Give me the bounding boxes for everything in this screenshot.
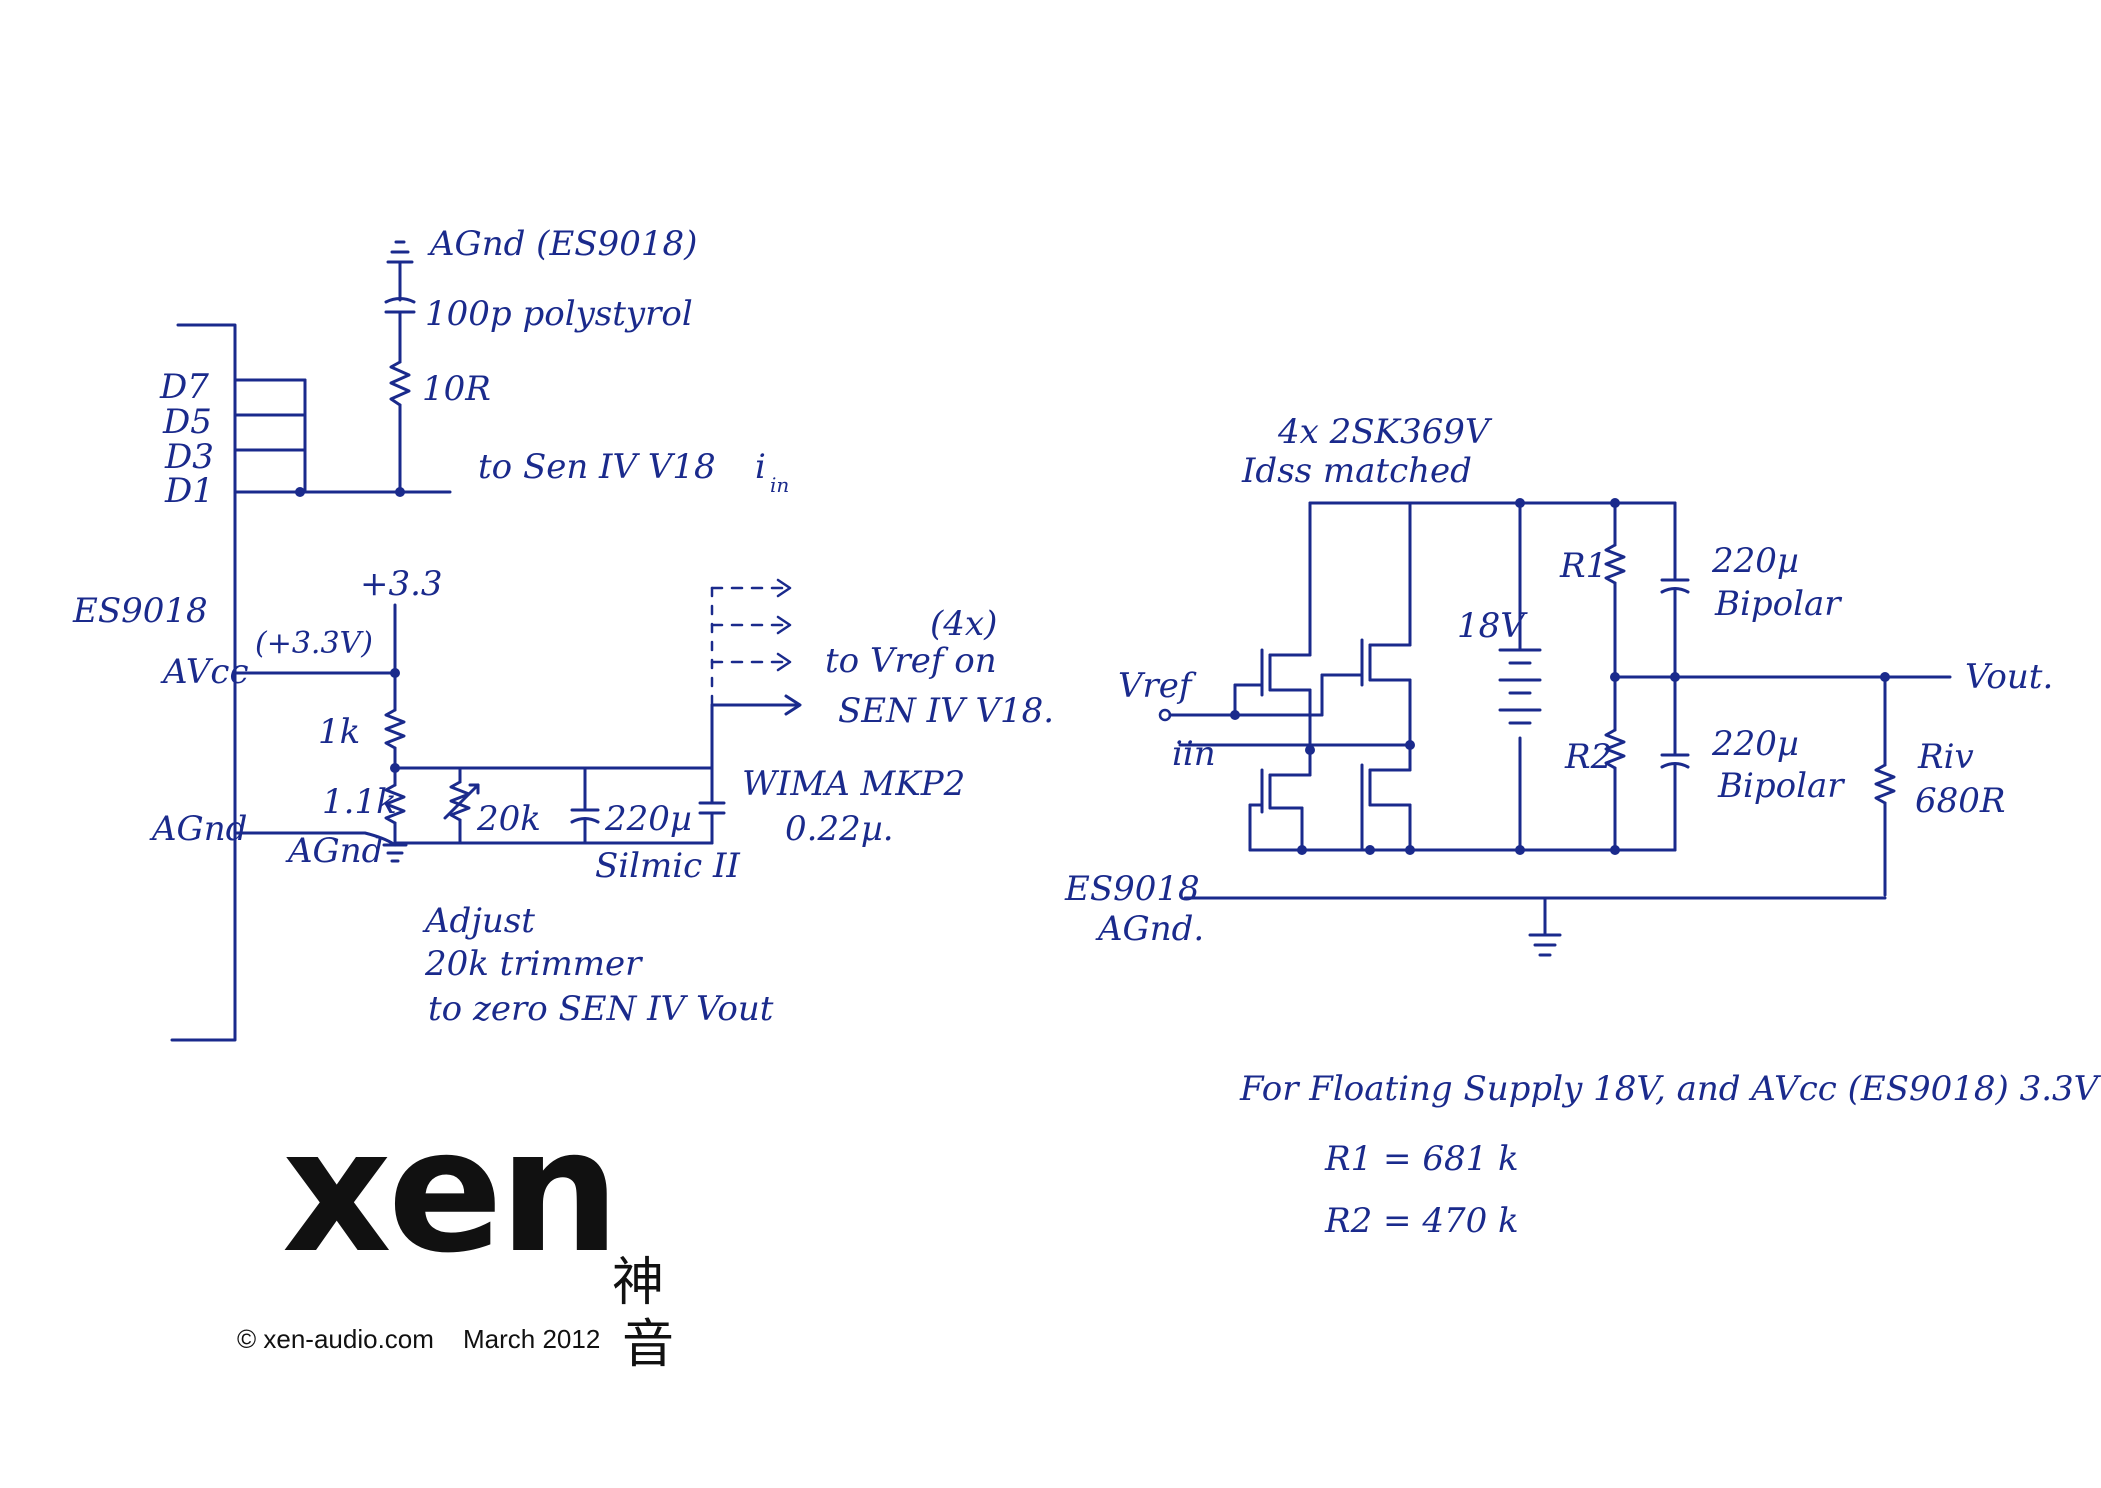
label-silmic: Silmic II (595, 846, 740, 886)
label-es9018-chip: ES9018 (72, 591, 208, 631)
label-es9018-agnd-1: ES9018 (1064, 869, 1200, 909)
label-to-vref-2: SEN IV V18. (838, 691, 1054, 731)
label-cap-bottom-value: 220µ (1711, 724, 1799, 764)
footer-date: March 2012 (463, 1324, 600, 1354)
label-agnd-es9018: AGnd (ES9018) (427, 224, 697, 264)
label-wima-value: 0.22µ. (785, 809, 894, 849)
label-d5: D5 (162, 402, 212, 442)
label-d7: D7 (159, 367, 209, 407)
label-plus33-paren: (+3.3V) (255, 626, 373, 661)
bipolar-caps (1518, 501, 1690, 852)
label-agnd-bottom: AGnd (285, 831, 383, 871)
label-vref: Vref (1118, 666, 1197, 706)
label-i-in-sub: in (770, 473, 789, 497)
label-riv: Riv (1917, 737, 1974, 777)
dac-output-pins (233, 378, 452, 497)
label-20k-trimmer: 20k (476, 799, 541, 839)
label-cap-top-value: 220µ (1711, 541, 1799, 581)
label-18v: 18V (1457, 606, 1528, 646)
vref-iin-inputs (1158, 708, 1415, 755)
trimmer-and-caps (393, 703, 726, 845)
floating-battery-18v (1498, 498, 1542, 855)
output-and-riv (1183, 672, 1952, 957)
label-d1: D1 (164, 471, 214, 511)
note-r1-value: R1 = 681 k (1324, 1139, 1519, 1179)
footer-copyright: © xen-audio.com (237, 1324, 434, 1354)
label-to-vref-1: to Vref on (825, 641, 997, 681)
label-100p-cap: 100p polystyrol (425, 294, 693, 334)
agnd-connection (233, 831, 714, 847)
label-jfet-type: 4x 2SK369V (1277, 412, 1493, 452)
left-circuit-labels: AGnd (ES9018) 100p polystyrol 10R to Sen… (72, 224, 1054, 1029)
label-wima: WIMA MKP2 (742, 764, 965, 804)
label-r2: R2 (1564, 737, 1612, 777)
top-rc-snubber (384, 240, 416, 494)
label-to-sen-iv: to Sen IV V18 (478, 447, 716, 487)
label-220u-cap: 220µ (604, 799, 692, 839)
label-adjust-2: 20k trimmer (424, 944, 643, 984)
xen-logo: xen 神 音 (282, 1093, 674, 1375)
design-notes: For Floating Supply 18V, and AVcc (ES901… (1239, 1069, 2101, 1241)
note-floating-supply: For Floating Supply 18V, and AVcc (ES901… (1239, 1069, 2101, 1109)
logo-cjk-1: 神 (612, 1253, 664, 1313)
label-riv-value: 680R (1915, 781, 2006, 821)
es9018-chip-outline (170, 323, 237, 1042)
label-4x: (4x) (930, 604, 997, 644)
label-plus33: +3.3 (360, 564, 443, 604)
label-i-in: i (755, 447, 766, 487)
logo-cjk-2: 音 (622, 1315, 674, 1375)
jfet-array (1233, 501, 1622, 855)
label-10r: 10R (422, 369, 491, 409)
bias-divider (1604, 498, 1677, 855)
label-adjust-1: Adjust (422, 901, 535, 941)
label-1k: 1k (318, 712, 360, 752)
label-avcc: AVcc (160, 652, 249, 692)
label-cap-top-type: Bipolar (1714, 584, 1842, 624)
label-1-1k: 1.1k (322, 782, 397, 822)
label-iin: iin (1172, 734, 1216, 774)
label-d3: D3 (164, 437, 214, 477)
label-agnd-left: AGnd (149, 809, 247, 849)
footer: © xen-audio.com March 2012 (237, 1324, 600, 1354)
label-vout: Vout. (1965, 657, 2053, 697)
label-r1: R1 (1559, 546, 1607, 586)
logo-text: xen (282, 1093, 616, 1291)
label-adjust-3: to zero SEN IV Vout (428, 989, 774, 1029)
label-es9018-agnd-2: AGnd. (1095, 909, 1204, 949)
avcc-connection (233, 603, 408, 863)
label-cap-bottom-type: Bipolar (1717, 766, 1845, 806)
note-r2-value: R2 = 470 k (1324, 1201, 1519, 1241)
vref-outputs (710, 578, 802, 716)
label-idss-matched: Idss matched (1241, 451, 1472, 491)
right-circuit-labels: 4x 2SK369V Idss matched Vref iin 18V R1 … (1064, 412, 2053, 949)
